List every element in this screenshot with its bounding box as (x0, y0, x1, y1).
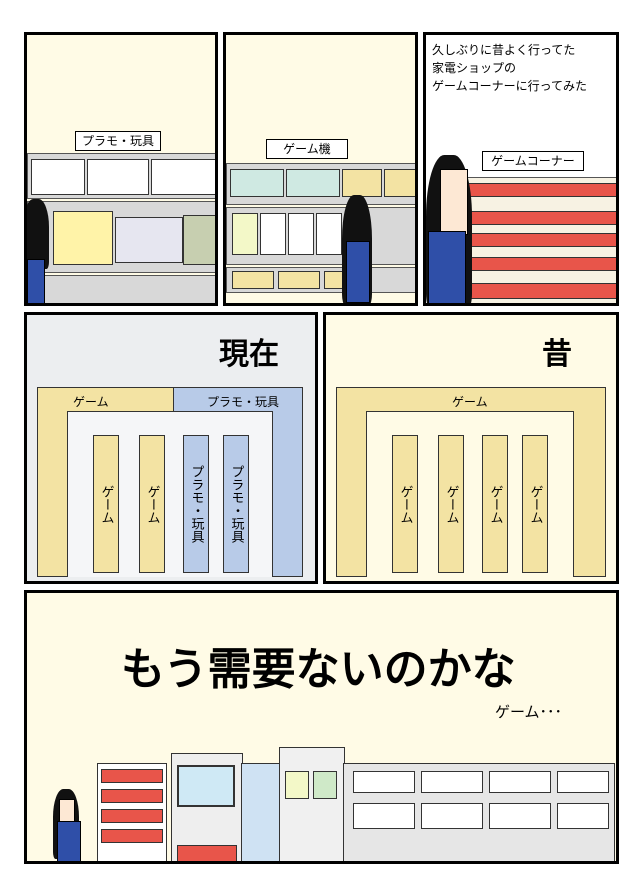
controller-box (288, 213, 314, 255)
headline: もう需要ないのかな (121, 644, 516, 695)
controller-box (260, 213, 286, 255)
controller-box (232, 213, 258, 255)
narration-box: 久しぶりに昔よく行ってた 家電ショップの ゲームコーナーに行ってみた (432, 41, 616, 95)
display-screen (177, 765, 235, 807)
toy-box (31, 159, 85, 195)
shelf-bottom (27, 275, 215, 303)
toy-box (557, 771, 609, 793)
controller-box (313, 771, 337, 799)
toy-box (87, 159, 149, 195)
panel-toys-shelf: プラモ・玩具 (24, 32, 218, 306)
panel-layout-past: 昔 ゲーム ゲーム ゲーム ゲーム ゲーム (323, 312, 619, 584)
panel-store-scene: もう需要ないのかな ゲーム･･･ (24, 590, 619, 864)
narration-line-2: 家電ショップの (432, 61, 517, 75)
narration-line-1: 久しぶりに昔よく行ってた (432, 43, 576, 57)
toy-box (557, 803, 609, 829)
now-column-4: プラモ・玩具 (223, 435, 249, 573)
toys-sign: プラモ・玩具 (75, 131, 161, 151)
display-base (177, 845, 237, 861)
past-title: 昔 (542, 337, 572, 372)
girl-face (440, 169, 468, 235)
game-row (466, 283, 616, 299)
game-row (101, 769, 163, 783)
console-box (384, 169, 415, 197)
past-column-2: ゲーム (438, 435, 464, 573)
panel-game-corner: 久しぶりに昔よく行ってた 家電ショップの ゲームコーナーに行ってみた ゲームコー… (423, 32, 619, 306)
toy-box (151, 159, 215, 195)
controller-box (285, 771, 309, 799)
girl-body (27, 259, 45, 303)
handheld-box (278, 271, 320, 289)
girl-body (346, 241, 370, 303)
past-column-4: ゲーム (522, 435, 548, 573)
game-row (101, 809, 163, 823)
console-box (286, 169, 340, 197)
game-row (466, 257, 616, 271)
now-column-1: ゲーム (93, 435, 119, 573)
game-row (101, 789, 163, 803)
now-label-game: ゲーム (73, 395, 109, 409)
game-row (466, 183, 616, 197)
toy-box (353, 803, 415, 829)
girl-body (57, 821, 81, 861)
console-box (230, 169, 284, 197)
toy-box (421, 771, 483, 793)
now-column-3: プラモ・玩具 (183, 435, 209, 573)
now-title: 現在 (219, 337, 279, 372)
console-box (342, 169, 382, 197)
handheld-box (232, 271, 274, 289)
narration-line-3: ゲームコーナーに行ってみた (432, 79, 588, 93)
toy-box (421, 803, 483, 829)
now-column-2: ゲーム (139, 435, 165, 573)
girl-hair (27, 199, 49, 269)
past-label-game: ゲーム (452, 395, 488, 409)
now-label-toys: プラモ・玩具 (207, 395, 280, 409)
game-row (466, 233, 616, 247)
console-sign: ゲーム機 (266, 139, 348, 159)
toy-plane-box (115, 217, 183, 263)
game-corner-sign: ゲームコーナー (482, 151, 584, 171)
toy-box (489, 803, 551, 829)
toy-box (489, 771, 551, 793)
past-column-1: ゲーム (392, 435, 418, 573)
past-column-3: ゲーム (482, 435, 508, 573)
toy-robot-box (183, 215, 215, 265)
toy-figure-box (53, 211, 113, 265)
game-row (101, 829, 163, 843)
panel-console-shelf: ゲーム機 (223, 32, 418, 306)
shelf-unit-4 (279, 747, 345, 861)
toy-box (353, 771, 415, 793)
shelf-unit-3 (241, 763, 283, 861)
girl-body (428, 231, 466, 303)
controller-box (316, 213, 342, 255)
game-row (466, 211, 616, 225)
subline: ゲーム･･･ (495, 703, 563, 721)
panel-layout-now: 現在 ゲーム プラモ・玩具 ゲーム ゲーム プラモ・玩具 プラモ・玩具 (24, 312, 318, 584)
